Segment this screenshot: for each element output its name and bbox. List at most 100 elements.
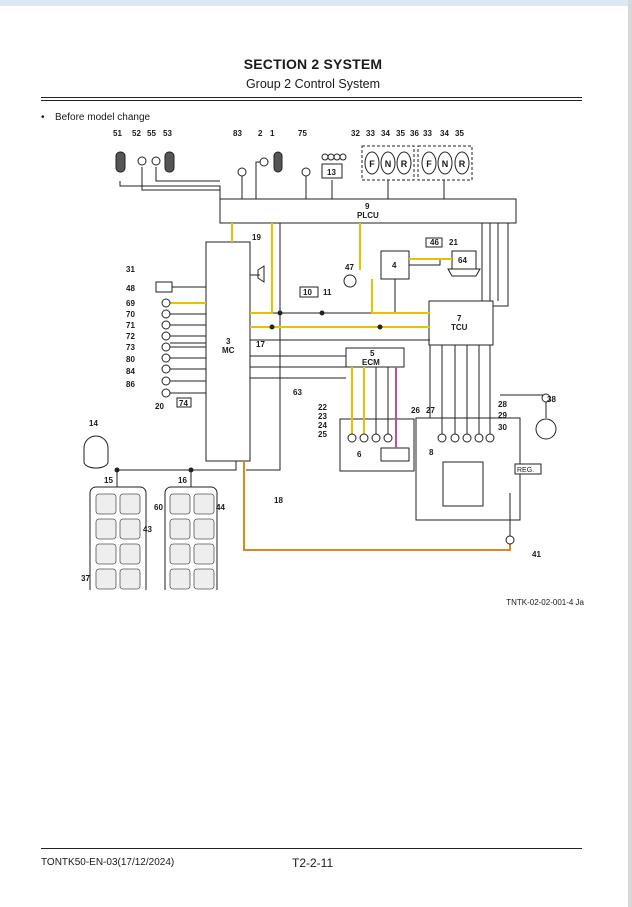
shift-n-2	[437, 151, 453, 175]
sensor-26	[437, 433, 447, 443]
label-47: 47	[345, 263, 354, 272]
label-28: 28	[498, 400, 507, 409]
label-44: 44	[216, 503, 225, 512]
sensor-31	[155, 281, 173, 293]
label-72: 72	[126, 332, 135, 341]
label-60: 60	[154, 503, 163, 512]
label-80: 80	[126, 355, 135, 364]
pedal-51-icon	[115, 151, 126, 173]
label-64: 64	[458, 256, 467, 265]
label-35a: 35	[396, 129, 405, 138]
label-3: 3	[226, 337, 231, 346]
label-84: 84	[126, 367, 135, 376]
harness-yellow-17	[250, 223, 273, 314]
label-10: 10	[303, 288, 312, 297]
lamp-13c	[333, 153, 341, 161]
bullet-note: • Before model change	[41, 112, 150, 123]
section-title: SECTION 2 SYSTEM	[243, 56, 383, 72]
label-26: 26	[411, 406, 420, 415]
label-48: 48	[126, 284, 135, 293]
switch-80	[161, 353, 171, 363]
junction-c	[319, 310, 325, 316]
label-25: 25	[318, 430, 327, 439]
label-34a: 34	[381, 129, 390, 138]
lamp-13a	[321, 153, 329, 161]
junction-16	[188, 467, 194, 473]
label-8: 8	[429, 448, 434, 457]
box-46	[425, 237, 443, 248]
switch-panel-left	[89, 486, 147, 590]
label-tcu: TCU	[451, 323, 468, 332]
plcu-box	[219, 198, 517, 224]
junction-d	[377, 324, 383, 330]
control-system-diagram: 51 52 55 53 83 2 1 75 32 33 34 35 36 33 …	[81, 129, 557, 590]
glyph-f-2: F	[426, 159, 432, 169]
label-27: 27	[426, 406, 435, 415]
label-35b: 35	[455, 129, 464, 138]
pedal-53-icon	[164, 151, 175, 173]
label-6: 6	[357, 450, 362, 459]
label-34b: 34	[440, 129, 449, 138]
lamp-13d	[339, 153, 347, 161]
harness-orange-41	[243, 461, 511, 551]
label-plcu: PLCU	[357, 211, 379, 220]
sensor-27	[450, 433, 460, 443]
sensor-28	[462, 433, 472, 443]
sensor-2	[259, 157, 269, 167]
label-1: 1	[270, 129, 275, 138]
top-band	[0, 0, 632, 6]
shift-r-1	[396, 151, 412, 175]
box-74	[176, 397, 192, 408]
header-rule-top	[41, 97, 582, 98]
engine-block	[339, 418, 415, 472]
label-31: 31	[126, 265, 135, 274]
label-52: 52	[132, 129, 141, 138]
sensor-75	[301, 167, 311, 177]
label-17: 17	[256, 340, 265, 349]
engine-inner-box	[380, 447, 410, 462]
label-86: 86	[126, 380, 135, 389]
label-21: 21	[449, 238, 458, 247]
label-11: 11	[323, 288, 332, 297]
label-7: 7	[457, 314, 462, 323]
label-32: 32	[351, 129, 360, 138]
sensor-83	[237, 167, 247, 177]
bullet-dot: •	[41, 112, 45, 123]
label-19: 19	[252, 233, 261, 242]
label-43: 43	[143, 525, 152, 534]
label-74: 74	[179, 399, 188, 408]
pedal-1-icon	[273, 151, 283, 173]
glyph-r-2: R	[459, 159, 466, 169]
label-5: 5	[370, 349, 375, 358]
label-70: 70	[126, 310, 135, 319]
sensor-23	[359, 433, 369, 443]
glyph-n-1: N	[385, 159, 392, 169]
shift-n-1	[380, 151, 396, 175]
box-10	[299, 286, 319, 298]
label-75: 75	[298, 129, 307, 138]
ecm-box	[345, 347, 405, 368]
switch-72	[161, 331, 171, 341]
sensor-30	[485, 433, 495, 443]
label-36: 36	[410, 129, 419, 138]
footer-rule	[41, 848, 582, 849]
transmission-inner-box	[442, 461, 484, 507]
label-33a: 33	[366, 129, 375, 138]
label-13: 13	[327, 168, 336, 177]
sensor-41	[505, 535, 515, 545]
label-23: 23	[318, 412, 327, 421]
junction-15	[114, 467, 120, 473]
figure-reference: TNTK-02-02-001-4 Ja	[506, 598, 584, 607]
glyph-r-1: R	[401, 159, 408, 169]
label-37: 37	[81, 574, 90, 583]
label-33b: 33	[423, 129, 432, 138]
label-9: 9	[365, 202, 370, 211]
junction-b	[269, 324, 275, 330]
reg-box	[514, 463, 542, 475]
bullet-text: Before model change	[55, 112, 151, 123]
harness-yellow-4	[371, 279, 430, 314]
label-55: 55	[147, 129, 156, 138]
label-ecm: ECM	[362, 358, 380, 367]
switch-70	[161, 309, 171, 319]
transmission-block	[415, 417, 521, 521]
